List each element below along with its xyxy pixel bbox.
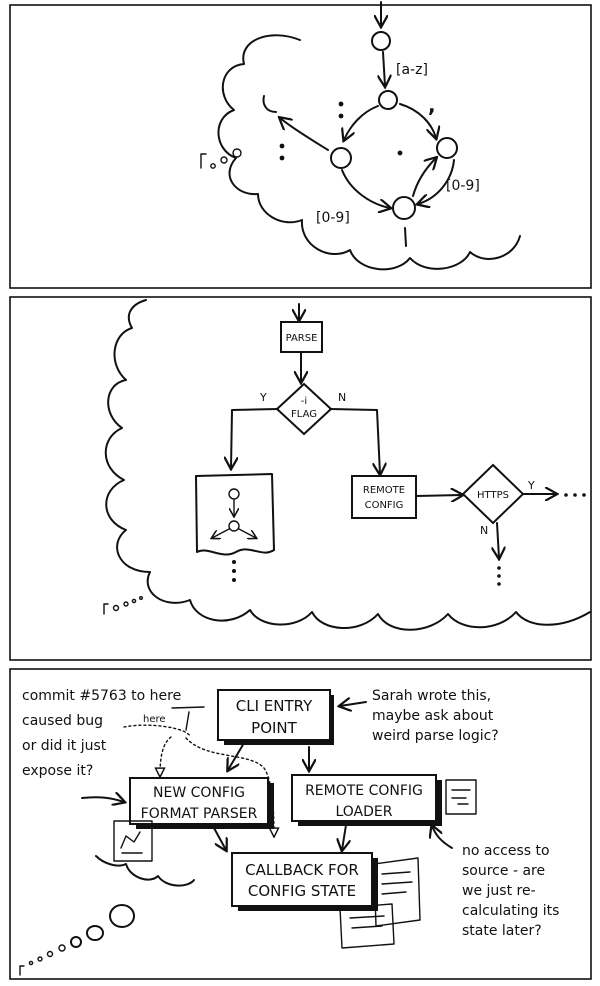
note-commit-line-2: caused bug [22,713,103,729]
local-parse-doc [195,473,275,556]
callback-line-2: CONFIG STATE [248,882,356,900]
parse-step [280,321,323,353]
flag-label-bottom: FLAG [291,409,317,420]
remote-label-1: REMOTE [363,485,405,496]
https-decision [461,463,525,525]
thought-cloud-1 [217,34,521,271]
note-commit-line-4: expose it? [22,763,93,779]
remote-config-step [351,475,417,519]
panel-1: [a-z] , [0-9] [0-9] [9,1,592,289]
thought-trail-1 [200,148,242,169]
note-sarah-line-1: Sarah wrote this, [372,688,491,704]
state-machine: [a-z] , [0-9] [0-9] [262,1,480,247]
note-here: here [143,714,166,725]
panel-2: PARSE -i FLAG Y N REMOTE CONFIG HTTPS Y … [9,296,592,661]
note-sarah-line-2: maybe ask about [372,708,494,724]
panel-1-frame [9,4,592,289]
label-range-09-left: [0-9] [316,210,350,226]
callback-line-1: CALLBACK FOR [245,861,359,879]
note-noaccess-line-4: calculating its [462,903,559,919]
https-yes-label: Y [527,479,535,492]
note-noaccess-line-3: we just re- [462,883,536,899]
parser-line-1: NEW CONFIG [153,785,245,801]
flag-no-label: N [338,391,346,404]
note-sarah-line-3: weird parse logic? [372,728,499,744]
note-commit-line-1: commit #5763 to here [22,688,181,704]
state-letters [378,90,398,110]
panel-3: commit #5763 to here caused bug or did i… [9,668,592,980]
sketch-doc-small-2 [445,779,477,815]
state-left [330,147,352,169]
https-label: HTTPS [477,490,509,501]
cli-entry-line-2: POINT [251,719,297,737]
thought-trail-3 [19,904,135,976]
parser-line-2: FORMAT PARSER [141,806,258,822]
cli-entry-box [217,689,331,741]
thought-trail-2 [103,596,143,615]
flag-yes-label: Y [259,391,267,404]
flag-decision [275,382,333,436]
callback-box [231,852,373,907]
config-parser-box [129,777,269,825]
flag-label-top: -i [301,396,307,407]
https-no-label: N [480,524,488,537]
state-right [436,137,458,159]
state-start [371,31,391,51]
thought-cloud-3 [95,855,195,887]
remote-loader-box [291,774,437,822]
sketch-doc-small-1 [113,820,153,862]
parse-label: PARSE [286,333,318,344]
remote-loader-line-2: LOADER [335,804,392,820]
label-range-az: [a-z] [396,62,428,78]
sketch-doc-large [339,857,421,949]
note-noaccess-line-1: no access to [462,843,550,859]
remote-label-2: CONFIG [365,500,404,511]
note-commit-line-3: or did it just [22,738,107,754]
cli-entry-line-1: CLI ENTRY [236,697,313,715]
remote-loader-line-1: REMOTE CONFIG [305,783,423,799]
thought-cloud-2 [104,299,591,631]
note-noaccess-line-5: state later? [462,923,542,939]
note-noaccess-line-2: source - are [462,863,545,879]
label-comma: , [428,93,436,117]
label-range-09-right: [0-9] [446,178,480,194]
